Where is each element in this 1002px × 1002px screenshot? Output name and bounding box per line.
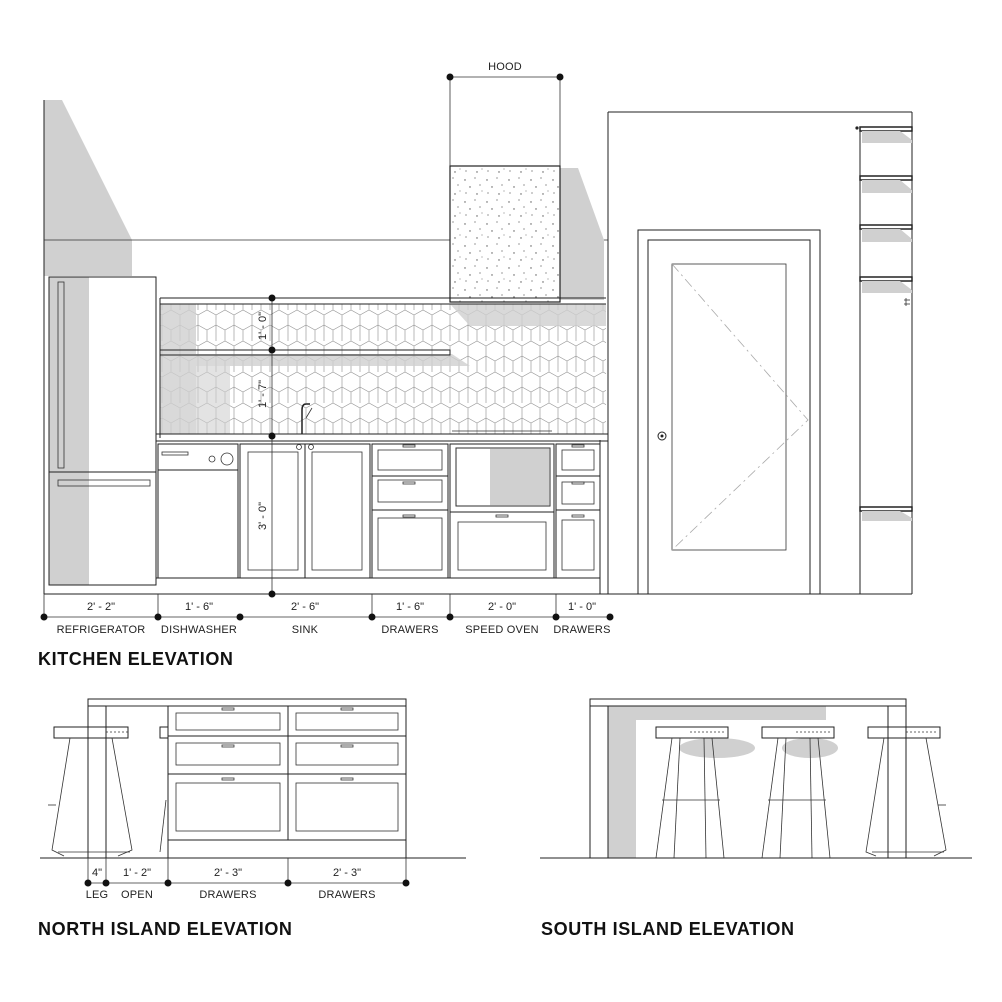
kdim-speed-oven: 2' - 0" [488, 601, 516, 613]
north-island-leg [87, 705, 107, 859]
door-swing-indicator [671, 263, 809, 551]
kitchen-elevation-title: KITCHEN ELEVATION [38, 649, 234, 669]
south-island-elevation: SOUTH ISLAND ELEVATION [540, 698, 972, 939]
vdim-shelf: 1' - 0" [257, 312, 269, 340]
speed-oven [449, 443, 555, 579]
wall-shadow-left [44, 100, 132, 276]
backsplash-shadow-left [160, 304, 196, 434]
door-wall [607, 111, 912, 595]
south-island-shadow [608, 706, 826, 858]
stool-seat-shadow-a [679, 738, 755, 758]
south-island-countertop [589, 698, 907, 707]
south-stool-3 [865, 726, 947, 857]
nlabel-leg: LEG [86, 889, 109, 901]
kdim-drawers-a: 1' - 6" [396, 601, 424, 613]
kitchen-horizontal-dimensions: 2' - 2" REFRIGERATOR 1' - 6" DISHWASHER … [40, 594, 614, 636]
open-shelf [159, 349, 451, 356]
klabel-dishwasher: DISHWASHER [161, 624, 237, 636]
backsplash-shadow-lower [196, 366, 230, 434]
hood-label: HOOD [488, 61, 522, 73]
north-island-dimensions: 4" LEG 1' - 2" OPEN 2' - 3" DRAWERS 2' -… [84, 858, 410, 901]
vdim-counter: 3' - 0" [257, 502, 269, 530]
dishwasher [157, 443, 239, 579]
kdim-sink: 2' - 6" [291, 601, 319, 613]
south-island-title: SOUTH ISLAND ELEVATION [541, 919, 795, 939]
ndim-open: 1' - 2" [123, 867, 151, 879]
north-drawers-right [288, 707, 406, 832]
north-drawers-left [168, 707, 288, 832]
vdim-backsplash: 1' - 7" [257, 380, 269, 408]
nlabel-drawers-a: DRAWERS [199, 889, 256, 901]
hood [449, 165, 561, 303]
vertical-dimensions: 1' - 0" 1' - 7" 3' - 0" [257, 294, 276, 598]
countertop [155, 433, 609, 442]
north-stool-left [48, 726, 133, 857]
nlabel-open: OPEN [121, 889, 153, 901]
kdim-refrigerator: 2' - 2" [87, 601, 115, 613]
north-island-countertop [87, 698, 407, 707]
refrigerator [48, 276, 157, 586]
hood-dimension: HOOD [446, 61, 564, 166]
drawer-stack-left [371, 443, 449, 579]
shelf-shadow [196, 354, 470, 366]
ndim-drawers-a: 2' - 3" [214, 867, 242, 879]
hood-backsplash-shadow [450, 304, 606, 326]
ndim-drawers-b: 2' - 3" [333, 867, 361, 879]
klabel-refrigerator: REFRIGERATOR [57, 624, 146, 636]
faucet [301, 403, 313, 434]
pantry-shelving [855, 112, 913, 594]
hood-shadow [560, 168, 604, 300]
kdim-drawers-b: 1' - 0" [568, 601, 596, 613]
south-stool-1 [655, 726, 729, 859]
north-stool-right [159, 726, 169, 853]
klabel-drawers-b: DRAWERS [553, 624, 610, 636]
south-leg-left [589, 705, 609, 859]
klabel-drawers-a: DRAWERS [381, 624, 438, 636]
kitchen-elevation: HOOD 1' - 0" 1' - 7" 3' - 0" [38, 61, 913, 669]
klabel-sink: SINK [292, 624, 319, 636]
drawer-stack-right [555, 443, 601, 579]
ndim-leg: 4" [92, 867, 102, 879]
south-leg-right [887, 705, 907, 859]
north-island-title: NORTH ISLAND ELEVATION [38, 919, 293, 939]
north-island-elevation: 4" LEG 1' - 2" OPEN 2' - 3" DRAWERS 2' -… [38, 698, 466, 939]
nlabel-drawers-b: DRAWERS [318, 889, 375, 901]
klabel-speed-oven: SPEED OVEN [465, 624, 539, 636]
kdim-dishwasher: 1' - 6" [185, 601, 213, 613]
south-stool-2 [761, 726, 835, 859]
